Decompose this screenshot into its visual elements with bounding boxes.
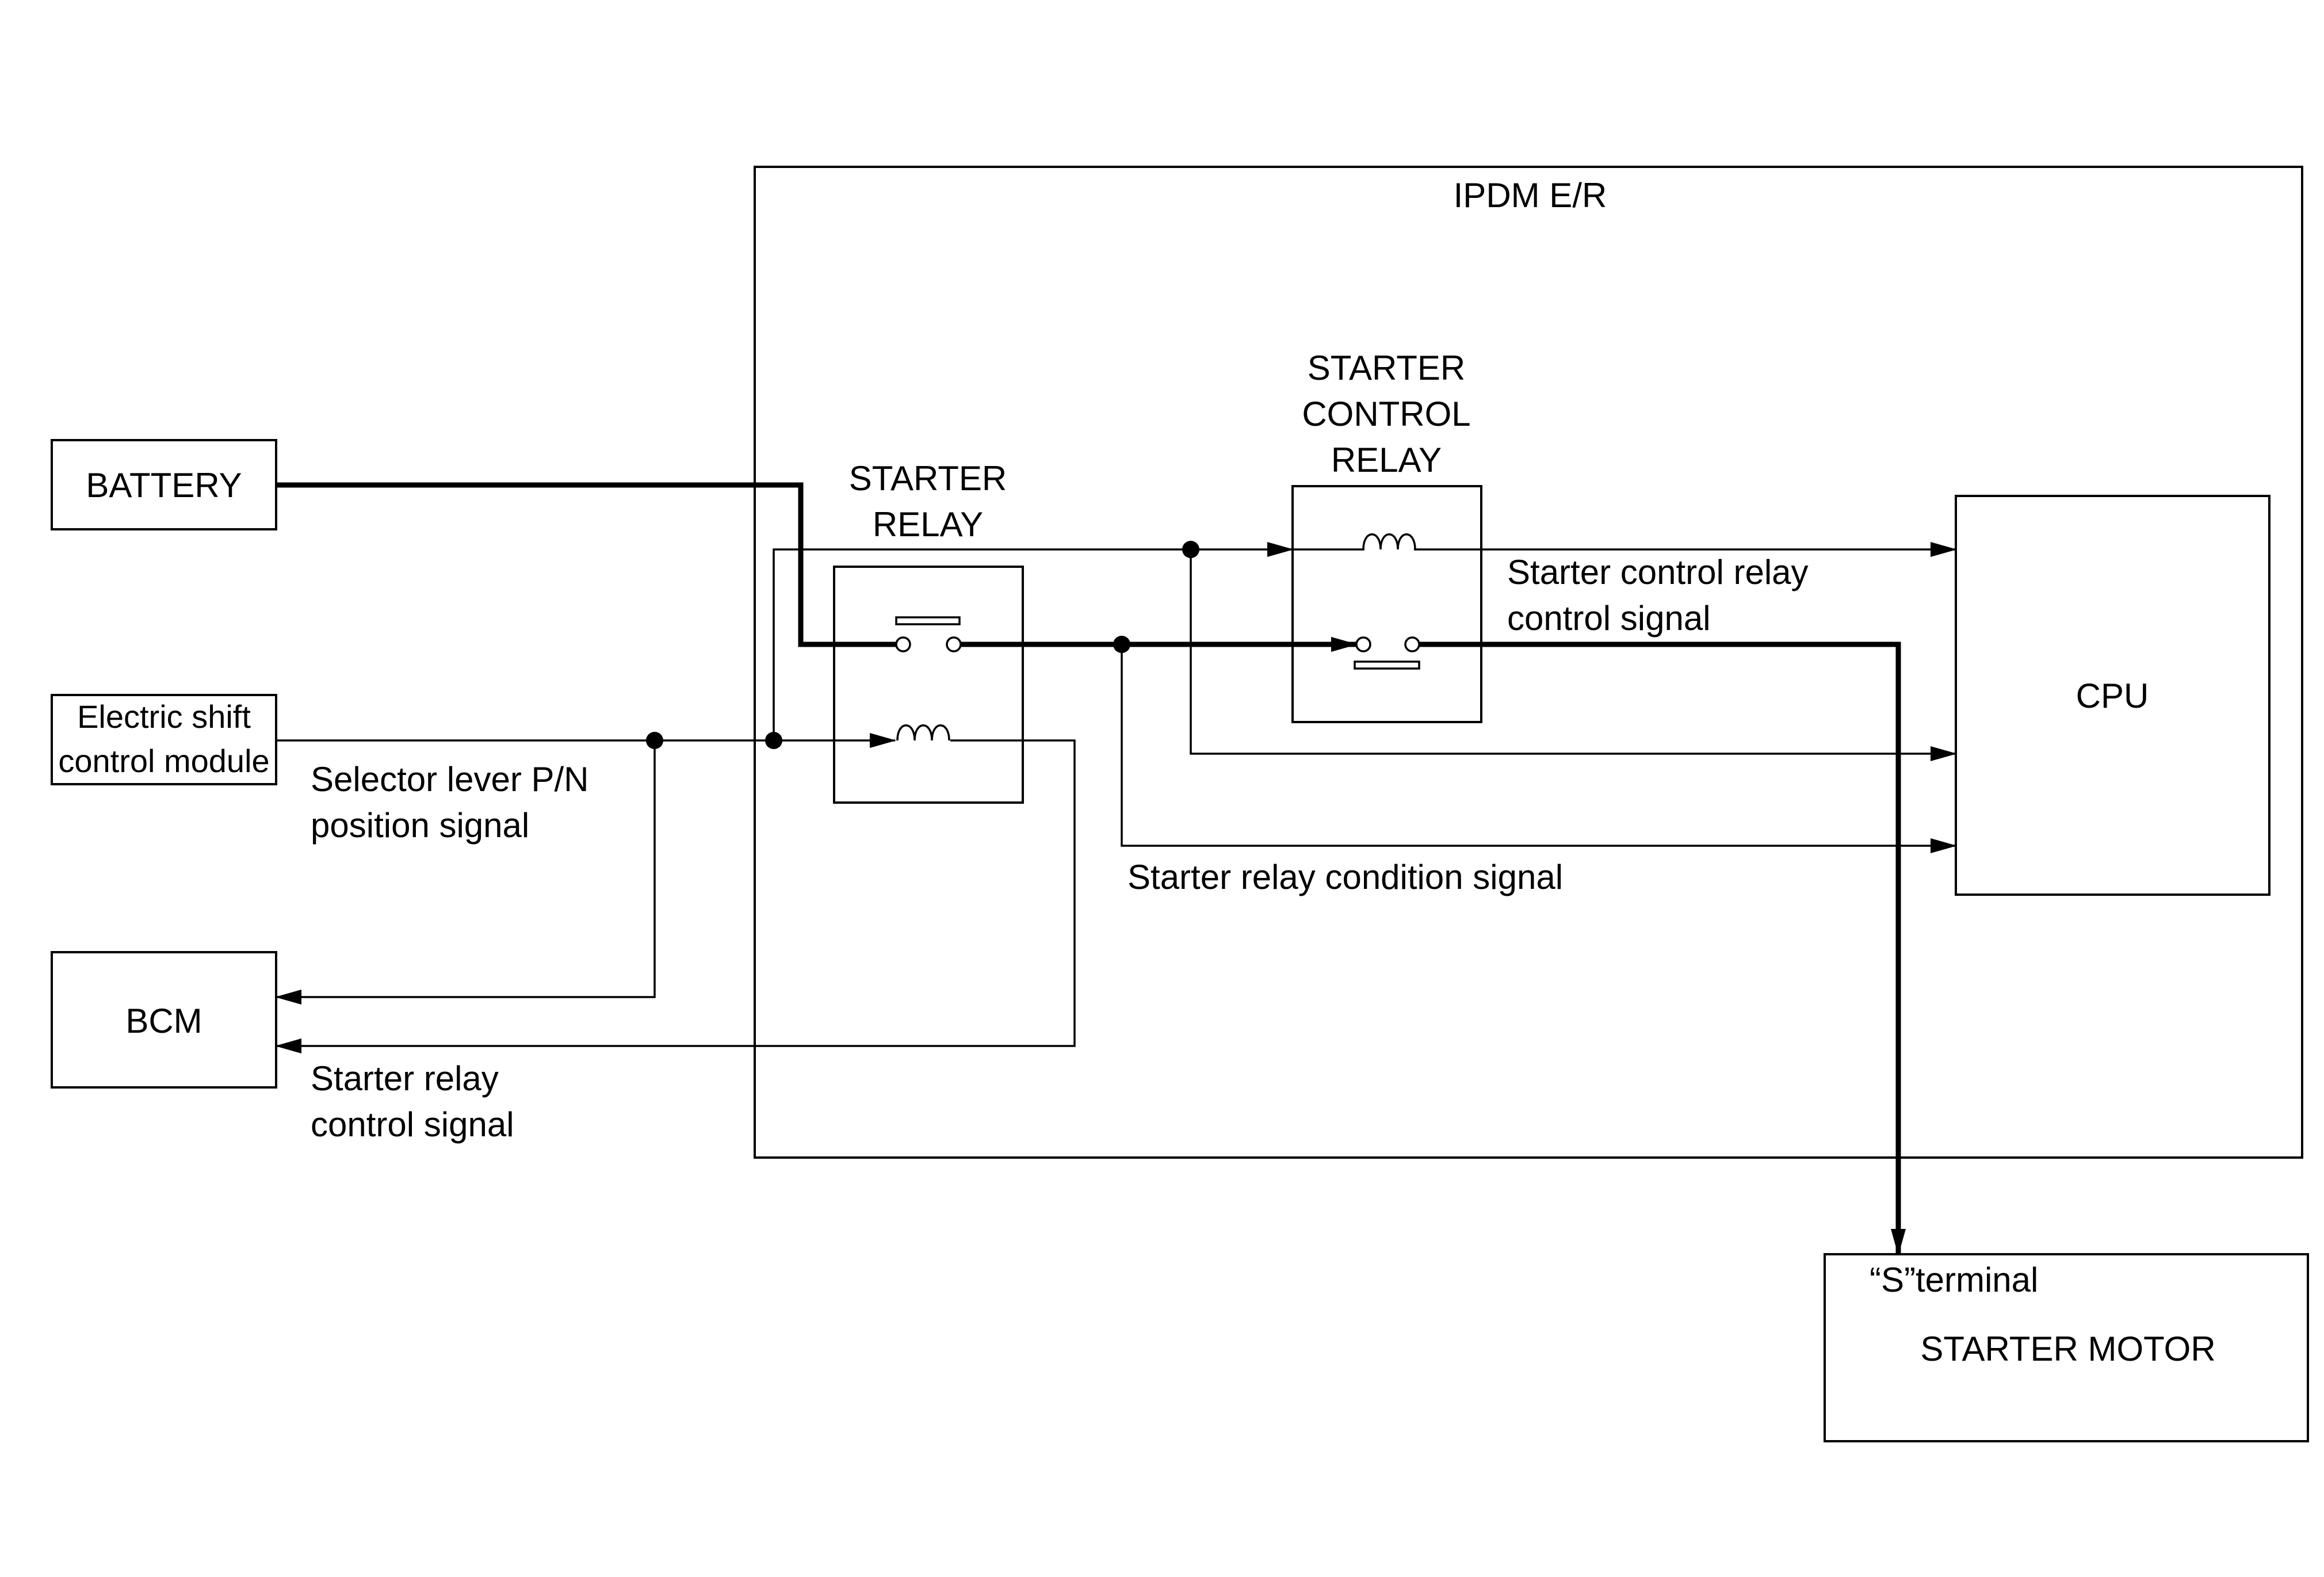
selector-lever-signal-label-line2: position signal bbox=[311, 806, 529, 845]
starter-relay-label-line1: STARTER bbox=[849, 459, 1007, 498]
starter-control-relay-signal-label-line2: control signal bbox=[1507, 599, 1711, 637]
starter-relay-control-signal-label-line2: control signal bbox=[311, 1105, 514, 1144]
battery-box: BATTERY bbox=[51, 439, 277, 530]
starter-control-relay-coil-icon bbox=[1362, 533, 1416, 550]
bcm-label: BCM bbox=[125, 1002, 202, 1040]
starter-motor-box: “S”terminal STARTER MOTOR bbox=[1824, 1253, 2309, 1442]
starter-control-relay-signal-label-line1: Starter control relay bbox=[1507, 553, 1809, 591]
junction-dot bbox=[765, 732, 782, 749]
starter-control-relay-contact-bar bbox=[1354, 660, 1420, 670]
starter-relay-control-signal-label-line1: Starter relay bbox=[311, 1059, 499, 1098]
signal-labels: Selector lever P/N position signal Start… bbox=[311, 553, 1809, 1144]
junction-dots bbox=[646, 541, 1199, 749]
junction-dot bbox=[1113, 636, 1130, 653]
signal-wiring bbox=[275, 542, 1957, 1053]
starter-control-relay-label-line3: RELAY bbox=[1331, 441, 1442, 479]
ipdm-er-title: IPDM E/R bbox=[1454, 176, 1607, 215]
starter-control-relay-label-line2: CONTROL bbox=[1302, 395, 1470, 433]
bcm-box: BCM bbox=[51, 951, 277, 1089]
junction-dot bbox=[646, 732, 663, 749]
cpu-box: CPU bbox=[1955, 495, 2271, 896]
starter-motor-label: STARTER MOTOR bbox=[1920, 1330, 2215, 1368]
starter-relay-coil-icon bbox=[896, 724, 950, 741]
battery-label: BATTERY bbox=[86, 466, 242, 505]
electric-shift-label-line1: Electric shift bbox=[77, 698, 251, 735]
electric-shift-control-module-box: Electric shift control module bbox=[51, 694, 277, 785]
electric-shift-label-line2: control module bbox=[58, 743, 269, 779]
cpu-label: CPU bbox=[2076, 677, 2149, 715]
power-circuit bbox=[276, 482, 1906, 1255]
starter-relay-contact-bar bbox=[895, 616, 961, 625]
ipdm-er-module: IPDM E/R bbox=[754, 166, 2303, 1159]
starter-control-relay: STARTER CONTROL RELAY bbox=[1291, 349, 1482, 723]
starter-control-relay-label-line1: STARTER bbox=[1308, 349, 1465, 387]
starter-relay-label-line2: RELAY bbox=[873, 505, 983, 544]
junction-dot bbox=[1182, 541, 1199, 558]
selector-lever-signal-label-line1: Selector lever P/N bbox=[311, 760, 589, 799]
starter-relay-condition-signal-label: Starter relay condition signal bbox=[1127, 858, 1563, 896]
starter-relay: STARTER RELAY bbox=[833, 459, 1024, 804]
s-terminal-label: “S”terminal bbox=[1870, 1261, 2038, 1299]
